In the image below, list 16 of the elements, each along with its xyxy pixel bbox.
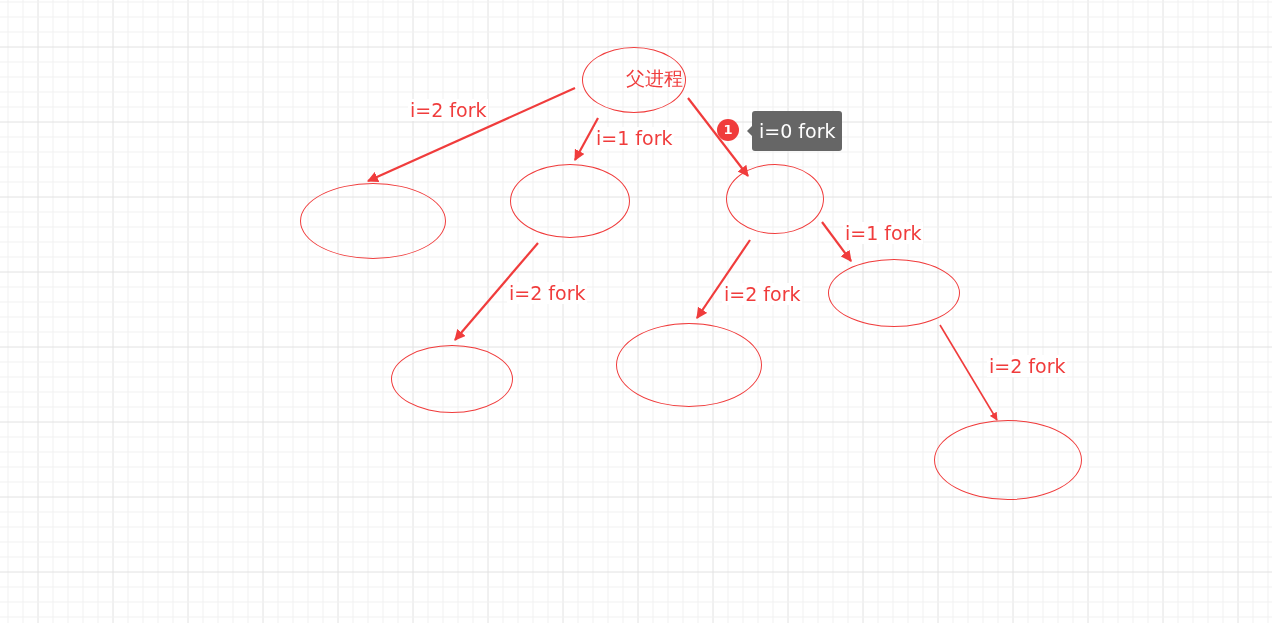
edge-label: i=2 fork (987, 355, 1068, 377)
number-badge: 1 (717, 119, 739, 141)
edge-label: i=2 fork (722, 283, 803, 305)
node-label: 父进程 (626, 66, 683, 91)
arrow (687, 97, 749, 177)
edge-label: i=2 fork (408, 99, 489, 121)
arrow (574, 117, 599, 161)
arrow (696, 239, 751, 319)
arrow (821, 221, 852, 262)
edge-label: i=1 fork (594, 127, 675, 149)
edge-label: i=1 fork (843, 222, 924, 244)
arrow (939, 324, 998, 421)
arrow (454, 242, 539, 341)
tooltip-label: i=0 fork (752, 111, 843, 151)
arrow (367, 87, 576, 182)
edge-label: i=2 fork (507, 282, 588, 304)
